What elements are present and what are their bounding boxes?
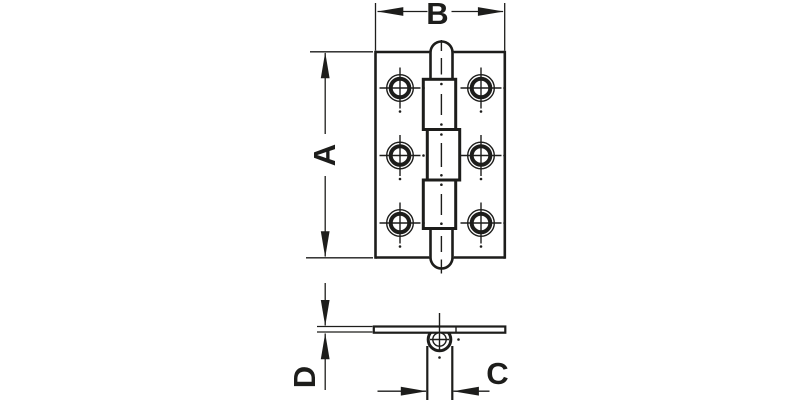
knuckle-segment-3: [421, 178, 458, 230]
screw-hole: [377, 65, 427, 115]
screw-hole: [377, 133, 427, 183]
centerline-dot: [457, 338, 460, 341]
side-view: [317, 313, 507, 400]
knuckle-segment-1: [421, 77, 458, 132]
dim-label-d: D: [287, 366, 322, 388]
pin-shaft-bottom: [429, 228, 454, 258]
arrowhead-left: [452, 386, 479, 396]
centerline-dot: [438, 356, 441, 359]
pin-centerline: [440, 40, 443, 274]
knuckle-segment-2: [425, 128, 462, 182]
arrowhead-up: [320, 52, 330, 79]
dim-label-b: B: [426, 0, 448, 31]
front-view: [374, 40, 508, 274]
dimension-d: D: [287, 283, 330, 390]
screw-hole: [377, 200, 427, 250]
arrowhead-down: [320, 231, 330, 258]
arrowhead-right: [400, 386, 427, 396]
arrowhead-right: [477, 7, 504, 16]
arrowhead-left: [377, 7, 404, 16]
dimension-b: B: [374, 0, 506, 51]
dim-label-c: C: [486, 356, 508, 391]
arrowhead-up: [320, 333, 330, 360]
dimension-a: A: [306, 51, 373, 259]
screw-hole: [458, 133, 508, 183]
screw-hole: [458, 200, 508, 250]
arrowhead-down: [320, 300, 330, 326]
dim-label-a: A: [307, 144, 342, 166]
dimension-c: C: [377, 356, 509, 396]
screw-hole: [458, 65, 508, 115]
